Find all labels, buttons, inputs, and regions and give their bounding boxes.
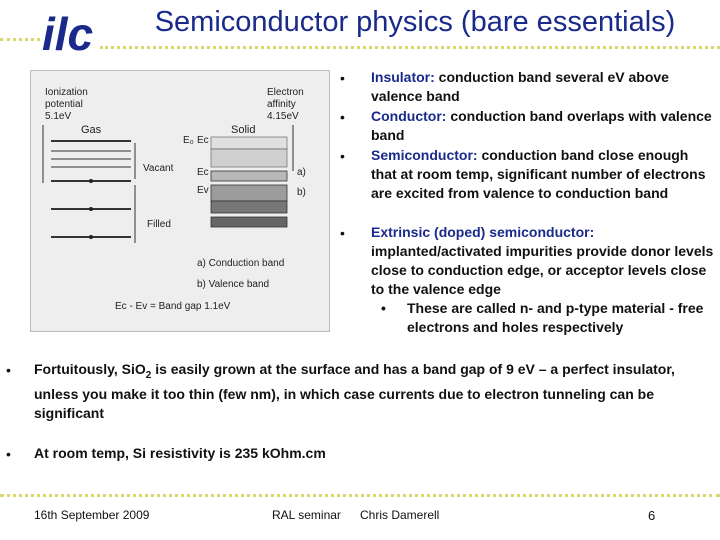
band-diagram: Ionization potential 5.1eV Electron affi… (30, 70, 330, 332)
ev-label: Ev (197, 185, 209, 196)
ionization-label-1: Ionization (45, 87, 88, 98)
conductor-key: Conductor: (371, 108, 447, 124)
ilc-logo-text: ilc (42, 8, 93, 58)
legend-a: a) Conduction band (197, 258, 284, 269)
bullet-marker-6: • (6, 446, 11, 462)
bullet-marker-2: • (340, 109, 345, 125)
top-dotted-left (0, 38, 40, 41)
extrinsic-text: implanted/activated impurities provide d… (371, 243, 714, 297)
bullet-semiconductor: Semiconductor: conduction band close eno… (371, 146, 716, 203)
electron-label-2: affinity (267, 99, 296, 110)
bullet-extrinsic: Extrinsic (doped) semiconductor: implant… (371, 223, 716, 299)
sio2-part2: is easily grown at the surface and has a… (34, 361, 675, 421)
bullet-sio2: Fortuitously, SiO2 is easily grown at th… (34, 360, 704, 423)
ilc-logo: ilc (42, 8, 93, 58)
ec-label: Ec (197, 167, 209, 178)
legend-b: b) Valence band (197, 279, 269, 290)
electron-value: 4.15eV (267, 111, 299, 122)
bullet-conductor: Conductor: conduction band overlaps with… (371, 107, 716, 145)
bullet-resistivity: At room temp, Si resistivity is 235 kOhm… (34, 445, 326, 461)
solid-label: Solid (231, 124, 255, 136)
top-dotted-right (100, 46, 720, 49)
bullet-marker-3: • (340, 148, 345, 164)
bullet-marker-5: • (6, 362, 11, 378)
e0-label: E₀ (183, 135, 194, 146)
bottom-dotted (0, 494, 720, 497)
gap-label: Ec - Ev = Band gap 1.1eV (115, 301, 231, 312)
electron-label-1: Electron (267, 87, 304, 98)
footer-event: RAL seminar (272, 508, 341, 522)
ionization-value: 5.1eV (45, 111, 71, 122)
ec-label-top: Ec (197, 135, 209, 146)
insulator-text: conduction band several eV above valence… (371, 69, 669, 104)
sub-bullet-marker: • (381, 300, 386, 316)
sio2-subscript: 2 (145, 369, 152, 381)
b-label: b) (297, 187, 306, 198)
footer-author: Chris Damerell (360, 508, 440, 522)
ionization-label-2: potential (45, 99, 83, 110)
footer-date: 16th September 2009 (34, 508, 150, 522)
insulator-key: Insulator: (371, 69, 435, 85)
semiconductor-key: Semiconductor: (371, 147, 478, 163)
semiconductor-text: conduction band close enough that at roo… (371, 147, 706, 201)
extrinsic-key: Extrinsic (doped) semiconductor: (371, 224, 595, 240)
bullet-marker-1: • (340, 70, 345, 86)
gas-label: Gas (81, 124, 102, 136)
bullet-insulator: Insulator: conduction band several eV ab… (371, 68, 716, 106)
bullet-marker-4: • (340, 225, 345, 241)
filled-label: Filled (147, 219, 171, 230)
page-title: Semiconductor physics (bare essentials) (154, 6, 676, 38)
sio2-part1: Fortuitously, SiO (34, 361, 146, 377)
page-number: 6 (648, 508, 656, 523)
sub-bullet-np-type: These are called n- and p-type material … (407, 300, 704, 335)
a-label: a) (297, 167, 306, 178)
conductor-text: conduction band overlaps with valence ba… (371, 108, 712, 143)
vacant-label: Vacant (143, 163, 174, 174)
